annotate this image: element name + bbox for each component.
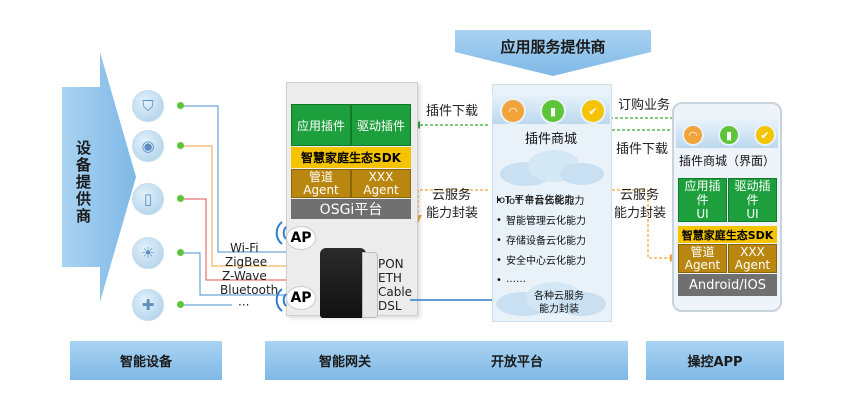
- protocol-zigbee: ZigBee: [225, 255, 268, 269]
- device-dot: [177, 102, 184, 109]
- label-cloud-service-left-2: 能力封装: [426, 206, 479, 221]
- protocol-more: ···: [238, 298, 250, 312]
- cloud-icon: [496, 282, 606, 316]
- interface-eth: ETH: [378, 271, 402, 285]
- plugin-game-icon: ◠: [500, 98, 526, 124]
- plugin-battery-icon: ▮: [540, 98, 566, 124]
- capability-text: ……: [506, 274, 526, 285]
- interface-lines: [410, 299, 492, 301]
- phone-agent-mgmt: 管道 Agent: [678, 244, 727, 273]
- capability-bullet: •: [496, 275, 502, 286]
- plugin-shield-icon: ✔: [580, 98, 606, 124]
- interface-pon: PON: [378, 257, 404, 271]
- device-dot: [177, 142, 184, 149]
- wifi-signal-icon: [275, 221, 287, 245]
- device-dot: [177, 301, 184, 308]
- phone-agent-xxx: XXX Agent: [728, 244, 777, 273]
- top-banner-label: 应用服务提供商: [500, 38, 606, 56]
- platform-cloud-caption-2: 能力封装: [539, 304, 579, 315]
- label-plugin-download-left: 插件下载: [426, 104, 479, 119]
- ap-badge-bottom: AP: [286, 286, 316, 310]
- bulb-icon: ☀: [132, 237, 164, 269]
- interface-dsl: DSL: [378, 299, 402, 313]
- capability-text: 存储设备云化能力: [506, 236, 586, 247]
- capability-bullet: •: [496, 235, 502, 246]
- device-dot: [177, 195, 184, 202]
- capability-bullet: •: [496, 215, 502, 226]
- phone-store-label: 插件商城（界面）: [678, 154, 775, 168]
- phone-ui-driver: 驱动插件 UI: [728, 178, 777, 222]
- capability-text: 安全中心云化能力: [506, 256, 586, 267]
- gateway-plugin-driver: 驱动插件: [351, 104, 411, 146]
- left-provider-arrow: [62, 52, 136, 302]
- label-cloud-service-left-1: 云服务: [432, 188, 472, 203]
- bottom-bar-devices: 智能设备: [70, 341, 222, 380]
- gateway-osgi: OSGi平台: [291, 199, 411, 219]
- plugin-battery-icon: ▮: [718, 124, 740, 146]
- phone-ui-app: 应用插件 UI: [678, 178, 727, 222]
- bottom-label-platform: 开放平台: [491, 355, 544, 370]
- protocol-wifi: Wi-Fi: [230, 241, 259, 255]
- gateway-agent-xxx: XXX Agent: [351, 169, 411, 198]
- plugin-shield-icon: ✔: [754, 124, 776, 146]
- gateway-sdk: 智慧家庭生态SDK: [291, 147, 411, 168]
- capability-text: IoT 平台云化能力: [506, 196, 585, 207]
- top-banner-arrow: [455, 30, 651, 76]
- protocol-bluetooth: Bluetooth: [220, 283, 279, 297]
- remote-icon: ▯: [132, 183, 164, 215]
- capability-bullet: •: [496, 255, 502, 266]
- bottom-bar-app: 操控APP: [646, 341, 784, 380]
- capability-item: IoT 平台云化能力: [496, 195, 575, 206]
- label-cloud-service-right-1: 云服务: [620, 188, 660, 203]
- bottom-bar-gateway-platform: 智能网关 开放平台: [265, 341, 628, 380]
- gateway-plugin-app: 应用插件: [291, 104, 351, 146]
- cloud-icon: [500, 150, 604, 186]
- phone-sdk: 智慧家庭生态SDK: [678, 226, 777, 243]
- left-provider-label: 设备提供商: [74, 140, 92, 225]
- label-cloud-service-right-2: 能力封装: [614, 206, 667, 221]
- ap-badge-top: AP: [286, 226, 316, 250]
- platform-cloud-caption-1: 各种云服务: [534, 291, 584, 302]
- label-subscribe: 订购业务: [618, 98, 671, 113]
- capability-item: •: [496, 195, 502, 206]
- plugin-game-icon: ◠: [682, 124, 704, 146]
- protocol-zwave: Z-Wave: [222, 269, 267, 283]
- router-device-icon: [320, 248, 366, 318]
- capability-text: 智能管理云化能力: [506, 216, 586, 227]
- device-dot: [177, 249, 184, 256]
- shield-icon: ⛉: [132, 90, 164, 122]
- router-device-side: [362, 252, 378, 318]
- camera-icon: ◉: [132, 130, 164, 162]
- label-plugin-download-right: 插件下载: [616, 142, 669, 157]
- platform-store-label: 插件商城: [524, 132, 577, 147]
- gateway-agent-mgmt: 管道 Agent: [291, 169, 351, 198]
- medical-icon: ✚: [132, 289, 164, 321]
- bottom-label-gateway: 智能网关: [319, 355, 372, 370]
- interface-cable: Cable: [378, 285, 413, 299]
- wifi-signal-icon: [275, 288, 287, 312]
- phone-os: Android/IOS: [678, 274, 777, 296]
